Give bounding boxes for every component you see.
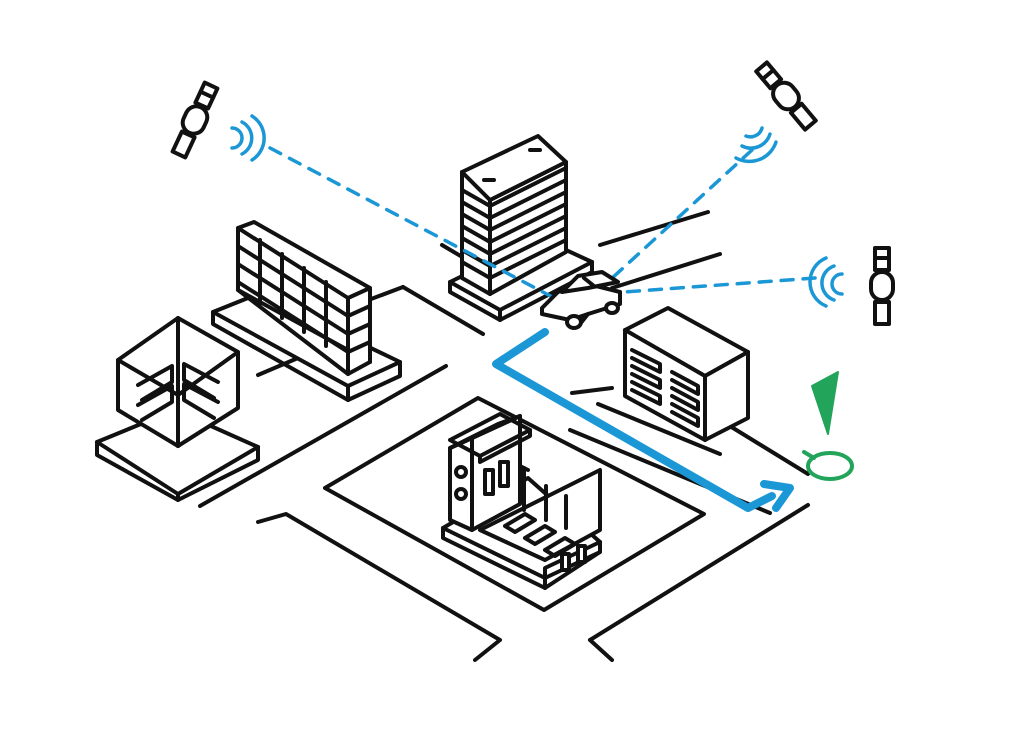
route-arrow-icon bbox=[760, 480, 794, 512]
right-office-building bbox=[623, 306, 750, 442]
factory bbox=[441, 412, 602, 590]
signal-line-left bbox=[268, 146, 560, 302]
signal-line-top bbox=[608, 148, 754, 282]
signal-line-right bbox=[622, 276, 817, 294]
car-icon bbox=[540, 270, 622, 330]
navigation-route bbox=[492, 328, 794, 512]
signal-wave-icon bbox=[230, 114, 266, 162]
tall-tower bbox=[448, 134, 594, 322]
roads bbox=[198, 210, 810, 662]
satellite-icon bbox=[869, 246, 895, 326]
destination-pin-icon bbox=[802, 371, 854, 481]
satellite-icon bbox=[754, 60, 818, 132]
satellite-signals bbox=[268, 146, 817, 302]
corner-building bbox=[95, 316, 260, 502]
grid-office-building bbox=[211, 220, 402, 402]
satellite-icon bbox=[170, 80, 220, 160]
signal-wave-icon bbox=[808, 256, 844, 308]
signal-wave-icon bbox=[734, 126, 778, 164]
